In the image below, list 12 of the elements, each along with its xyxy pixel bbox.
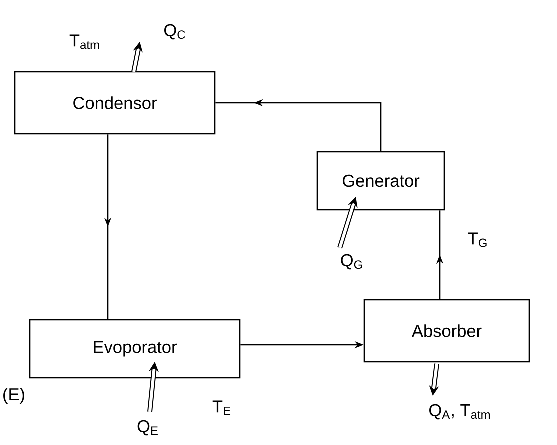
symbol-label: Q$_{E}$: [138, 420, 158, 436]
process-box: Generator: [316, 151, 446, 211]
symbol-label: T$_{G}$: [468, 232, 487, 248]
symbol-label: T$_{E}$: [212, 400, 230, 416]
process-box: Condensor: [14, 71, 216, 135]
process-box: Absorber: [364, 299, 530, 363]
symbol-label: Q$_{C}$: [164, 24, 186, 40]
process-box: Evoporator: [29, 319, 241, 379]
symbol-label: (E): [4, 388, 24, 404]
symbol-label: T$_{atm}$: [70, 34, 100, 50]
symbol-label: Q$_{A}$, T$_{atm}$: [430, 404, 490, 420]
symbol-label: Q$_{G}$: [341, 254, 362, 270]
